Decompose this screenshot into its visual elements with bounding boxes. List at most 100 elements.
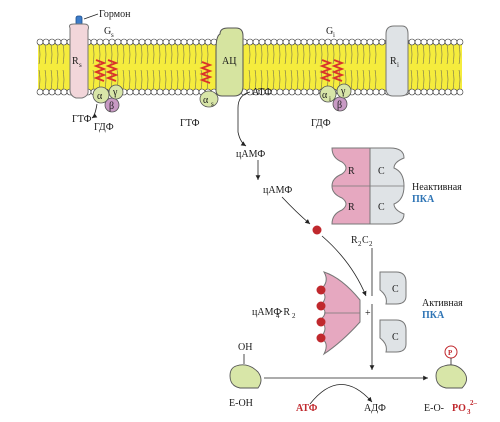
svg-text:γ: γ (112, 87, 118, 98)
lipid-head (192, 38, 200, 46)
lipid-head (60, 88, 68, 96)
lipid-tail (110, 44, 113, 65)
lipid-head (96, 38, 104, 46)
lipid-head (174, 38, 182, 46)
lipid-tail (302, 69, 305, 90)
lipid-tail (134, 44, 137, 65)
svg-text:2–: 2– (470, 399, 478, 407)
receptor-ri: R i (385, 25, 409, 97)
oh-label: OH (238, 342, 252, 353)
lipid-tail (62, 69, 65, 90)
lipid-tail (368, 69, 371, 90)
lipid-head (324, 38, 332, 46)
svg-text:3: 3 (467, 408, 471, 416)
lipid-tail (314, 69, 317, 90)
lipid-head (366, 88, 374, 96)
lipid-head (48, 88, 56, 96)
svg-text:·R: ·R (280, 307, 290, 318)
svg-text:R: R (348, 166, 355, 177)
lipid-head (192, 88, 200, 96)
svg-text:i: i (397, 61, 399, 69)
lipid-tail (104, 69, 107, 90)
svg-text:α: α (322, 90, 328, 101)
alpha-subunit-left (92, 86, 110, 104)
lipid-head (408, 38, 416, 46)
bound-camp (316, 285, 326, 295)
lipid-head (144, 38, 152, 46)
lipid-head (366, 38, 374, 46)
gs-label: G (104, 26, 111, 37)
lipid-tail (350, 69, 353, 90)
svg-text:2: 2 (369, 240, 373, 248)
lipid-head (336, 38, 344, 46)
lipid-head (252, 38, 260, 46)
lipid-head (456, 88, 464, 96)
gdp-left: ГДФ (94, 122, 114, 133)
lipid-head (294, 38, 302, 46)
lipid-tail (98, 44, 101, 65)
lipid-tail (182, 69, 185, 90)
adp-reaction: АДФ (364, 403, 386, 414)
lipid-head (372, 38, 380, 46)
lipid-head (300, 88, 308, 96)
lipid-head (156, 88, 164, 96)
svg-text:s: s (111, 31, 114, 39)
lipid-tail (182, 44, 185, 65)
lipid-head (126, 38, 134, 46)
lipid-tail (164, 44, 167, 65)
lipid-head (300, 38, 308, 46)
camp-label-2: цАМФ (263, 185, 292, 196)
gi-label: G (326, 26, 333, 37)
lipid-head (54, 38, 62, 46)
lipid-tail (290, 69, 293, 90)
lipid-tail (140, 44, 143, 65)
substrate-enzyme (229, 364, 262, 389)
phosphorylated-enzyme (435, 364, 467, 389)
lipid-tail (440, 69, 443, 90)
lipid-tail (56, 44, 59, 65)
lipid-head (306, 88, 314, 96)
lipid-tail (422, 44, 425, 65)
lipid-tail (434, 44, 437, 65)
lipid-head (60, 38, 68, 46)
active-pka-label: ПКА (422, 310, 445, 321)
lipid-head (378, 88, 386, 96)
lipid-tail (332, 44, 335, 65)
lipid-head (90, 38, 98, 46)
lipid-tail (458, 69, 461, 90)
lipid-tail (254, 44, 257, 65)
product-po: PO (452, 403, 466, 414)
inactive-caption: Неактивная (412, 182, 462, 193)
lipid-tail (62, 44, 65, 65)
lipid-head (408, 88, 416, 96)
lipid-tail (296, 69, 299, 90)
svg-text:α: α (203, 95, 209, 106)
gamma-coil-left (93, 59, 107, 82)
lipid-head (288, 38, 296, 46)
rs-label: R (72, 56, 79, 67)
catalytic-subunits: C C (379, 271, 407, 353)
bound-camp (316, 301, 326, 311)
svg-text:C: C (392, 332, 399, 343)
lipid-tail (362, 69, 365, 90)
lipid-tail (314, 44, 317, 65)
lipid-head (102, 38, 110, 46)
lipid-tail (116, 44, 119, 65)
lipid-tail (422, 69, 425, 90)
lipid-tail (122, 69, 125, 90)
lipid-head (168, 38, 176, 46)
lipid-head (132, 88, 140, 96)
lipid-tail (146, 44, 149, 65)
lipid-tail (128, 44, 131, 65)
lipid-head (348, 38, 356, 46)
lipid-head (426, 88, 434, 96)
lipid-tail (284, 44, 287, 65)
gs-protein-left: α β γ (92, 59, 124, 113)
lipid-tail (206, 44, 209, 65)
lipid-head (450, 38, 458, 46)
lipid-head (426, 38, 434, 46)
lipid-head (126, 88, 134, 96)
lipid-tail (92, 44, 95, 65)
lipid-tail (44, 44, 47, 65)
lipid-tail (356, 44, 359, 65)
